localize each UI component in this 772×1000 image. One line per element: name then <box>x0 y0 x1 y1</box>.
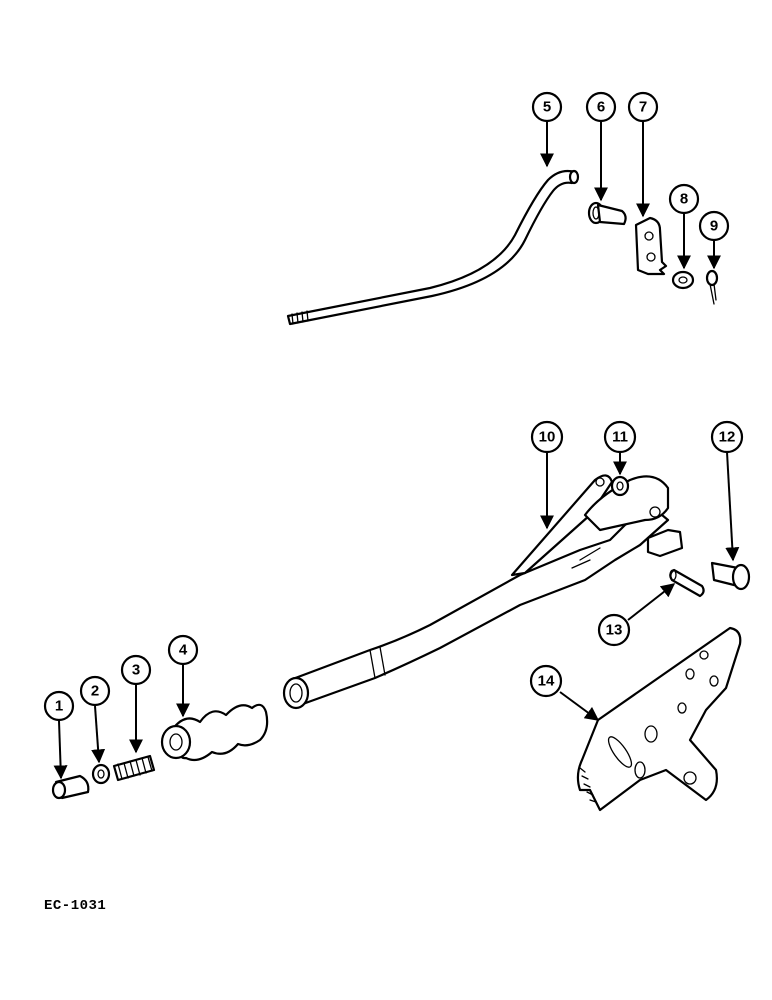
svg-text:11: 11 <box>612 429 628 446</box>
callout-13: 13 <box>597 613 631 647</box>
callout-12: 12 <box>710 420 744 454</box>
callout-9: 9 <box>698 210 730 242</box>
figure-reference-code: EC-1031 <box>44 898 107 914</box>
part-bracket <box>634 216 668 276</box>
callout-1: 1 <box>43 690 75 722</box>
part-lever <box>282 474 684 710</box>
callout-7: 7 <box>627 91 659 123</box>
callout-6: 6 <box>585 91 617 123</box>
svg-text:5: 5 <box>543 99 551 116</box>
part-roll-pin <box>669 568 705 598</box>
svg-text:1: 1 <box>55 698 63 715</box>
callout-4: 4 <box>167 634 199 666</box>
part-clevis-pin <box>587 201 627 226</box>
svg-text:2: 2 <box>91 683 99 700</box>
svg-text:10: 10 <box>539 429 556 446</box>
callout-8: 8 <box>668 183 700 215</box>
part-bushing <box>51 774 90 800</box>
part-spring <box>112 754 156 782</box>
part-ratchet-plate <box>576 626 742 812</box>
svg-text:12: 12 <box>719 429 736 446</box>
part-rubber-boot <box>160 703 269 762</box>
callout-14: 14 <box>529 664 563 698</box>
svg-text:4: 4 <box>179 642 188 659</box>
callout-11: 11 <box>603 420 637 454</box>
part-cotter-pin <box>705 269 719 305</box>
part-washer <box>671 270 695 290</box>
svg-text:9: 9 <box>710 218 718 235</box>
part-pin <box>710 561 751 591</box>
part-washer-2 <box>91 763 111 785</box>
svg-text:13: 13 <box>606 622 623 639</box>
part-washer-small <box>610 475 630 497</box>
svg-text:8: 8 <box>680 191 688 208</box>
svg-text:7: 7 <box>639 99 647 116</box>
svg-text:14: 14 <box>538 673 555 690</box>
callout-5: 5 <box>531 91 563 123</box>
part-rod <box>286 169 580 326</box>
svg-text:3: 3 <box>132 662 140 679</box>
callout-10: 10 <box>530 420 564 454</box>
callout-3: 3 <box>120 654 152 686</box>
svg-text:6: 6 <box>597 99 605 116</box>
callout-2: 2 <box>79 675 111 707</box>
leader-lines <box>53 121 740 780</box>
